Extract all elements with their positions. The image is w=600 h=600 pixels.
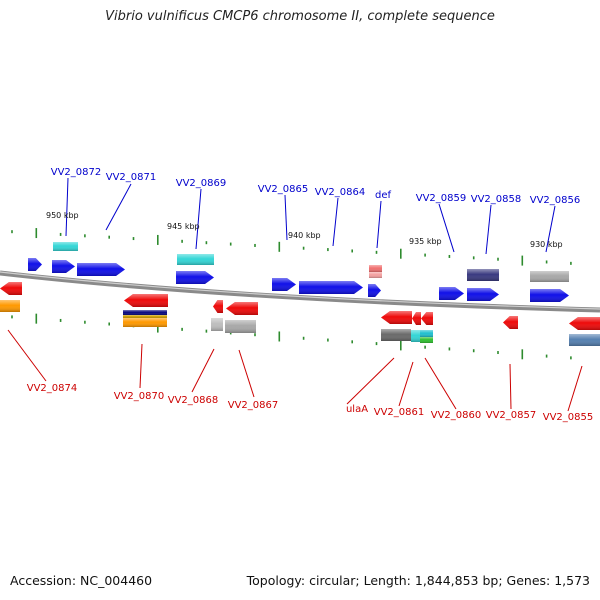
reverse-gene-3[interactable]	[213, 300, 223, 313]
feature-box-gray-0868	[211, 318, 223, 331]
leader-line-reverse	[139, 343, 143, 389]
feature-box-cyan-0872	[53, 242, 78, 251]
gene-label-def[interactable]: def	[375, 190, 392, 201]
leader-line-reverse	[346, 357, 395, 405]
position-label-940kbp: 940 kbp	[288, 231, 321, 240]
gene-label-vv2-0869[interactable]: VV2_0869	[176, 178, 227, 189]
feature-box-darkgray-ulaa	[381, 329, 411, 341]
feature-box-navy-0870	[123, 310, 167, 315]
leader-line-reverse	[398, 361, 414, 407]
feature-box-navy-0858	[467, 269, 499, 281]
leader-line-forward	[376, 200, 382, 249]
feature-box-gold-0870	[123, 315, 167, 318]
leader-line-forward	[485, 204, 492, 255]
feature-box-orange-0870	[123, 318, 167, 327]
upper-tick-track	[11, 228, 572, 266]
feature-box-pink-def	[369, 265, 382, 272]
feature-box-cyan-0869	[177, 254, 214, 265]
forward-gene-5[interactable]	[272, 278, 296, 291]
position-label-945kbp: 945 kbp	[167, 222, 200, 231]
gene-features	[0, 242, 600, 346]
reverse-gene-8[interactable]	[503, 316, 518, 329]
leader-line-reverse	[7, 329, 47, 382]
gene-label-vv2-0874[interactable]: VV2_0874	[27, 383, 78, 394]
feature-box-pink-def-2	[369, 272, 382, 278]
reverse-gene-6[interactable]	[412, 312, 421, 325]
forward-gene-8[interactable]	[439, 287, 464, 300]
reverse-gene-5[interactable]	[381, 311, 412, 324]
map-title: Vibrio vulnificus CMCP6 chromosome II, c…	[105, 9, 495, 24]
gene-label-vv2-0861[interactable]: VV2_0861	[374, 407, 425, 418]
reverse-gene-7[interactable]	[421, 312, 433, 325]
forward-gene-10[interactable]	[530, 289, 569, 302]
reverse-gene-labels: VV2_0874 VV2_0870 VV2_0868 VV2_0867 ulaA…	[27, 383, 594, 423]
gene-label-vv2-0870[interactable]: VV2_0870	[114, 391, 165, 402]
gene-label-vv2-0864[interactable]: VV2_0864	[315, 187, 366, 198]
leader-line-forward	[332, 197, 339, 247]
gene-label-vv2-0858[interactable]: VV2_0858	[471, 194, 522, 205]
forward-gene-9[interactable]	[467, 288, 499, 301]
leader-line-forward	[195, 188, 202, 250]
reverse-gene-1[interactable]	[0, 282, 22, 295]
gene-label-vv2-0856[interactable]: VV2_0856	[530, 195, 581, 206]
reverse-gene-9[interactable]	[569, 317, 600, 330]
leader-line-reverse	[509, 363, 512, 410]
feature-box-steel-0855	[569, 334, 600, 346]
leader-line-forward	[65, 177, 69, 237]
accession-text: Accession: NC_004460	[10, 573, 153, 588]
feature-box-gray-0856	[530, 271, 569, 282]
forward-gene-6[interactable]	[299, 281, 363, 294]
topology-text: Topology: circular; Length: 1,844,853 bp…	[246, 573, 590, 588]
gene-label-vv2-0865[interactable]: VV2_0865	[258, 184, 309, 195]
lower-tick-track	[11, 313, 572, 360]
gene-label-vv2-0867[interactable]: VV2_0867	[228, 400, 279, 411]
forward-gene-4[interactable]	[176, 271, 214, 284]
gene-label-ulaa[interactable]: ulaA	[346, 404, 368, 415]
leader-line-forward	[545, 205, 556, 253]
gene-label-vv2-0860[interactable]: VV2_0860	[431, 410, 482, 421]
feature-box-cyan-0860	[420, 330, 433, 337]
forward-gene-2[interactable]	[52, 260, 75, 273]
forward-gene-labels: VV2_0872 VV2_0871 VV2_0869 VV2_0865 VV2_…	[51, 167, 581, 206]
leader-line-reverse	[567, 365, 583, 412]
feature-box-gray-0867	[225, 320, 256, 333]
gene-label-vv2-0859[interactable]: VV2_0859	[416, 193, 467, 204]
chromosome-backbone-highlight	[0, 271, 600, 310]
forward-gene-3[interactable]	[77, 263, 125, 276]
label-leader-lines	[7, 177, 583, 412]
leader-line-forward	[438, 203, 455, 253]
forward-gene-1[interactable]	[28, 258, 42, 271]
leader-line-forward	[105, 183, 132, 231]
gene-label-vv2-0871[interactable]: VV2_0871	[106, 172, 157, 183]
gene-label-vv2-0855[interactable]: VV2_0855	[543, 412, 594, 423]
reverse-gene-2[interactable]	[124, 294, 168, 307]
gene-label-vv2-0857[interactable]: VV2_0857	[486, 410, 537, 421]
gene-label-vv2-0872[interactable]: VV2_0872	[51, 167, 102, 178]
feature-box-green-0860	[420, 337, 433, 343]
forward-gene-7[interactable]	[368, 284, 381, 297]
reverse-gene-4[interactable]	[226, 302, 258, 315]
gene-label-vv2-0868[interactable]: VV2_0868	[168, 395, 219, 406]
position-labels: 950 kbp 945 kbp 940 kbp 935 kbp 930 kbp	[46, 211, 563, 249]
feature-box-cyan-0861	[411, 330, 420, 342]
leader-line-forward	[284, 194, 288, 241]
feature-box-orange-0874	[0, 300, 20, 312]
position-label-930kbp: 930 kbp	[530, 240, 563, 249]
position-label-935kbp: 935 kbp	[409, 237, 442, 246]
leader-line-reverse	[191, 348, 215, 393]
leader-line-reverse	[238, 349, 255, 398]
chromosome-backbone	[0, 270, 600, 313]
leader-line-reverse	[424, 357, 457, 410]
position-label-950kbp: 950 kbp	[46, 211, 79, 220]
